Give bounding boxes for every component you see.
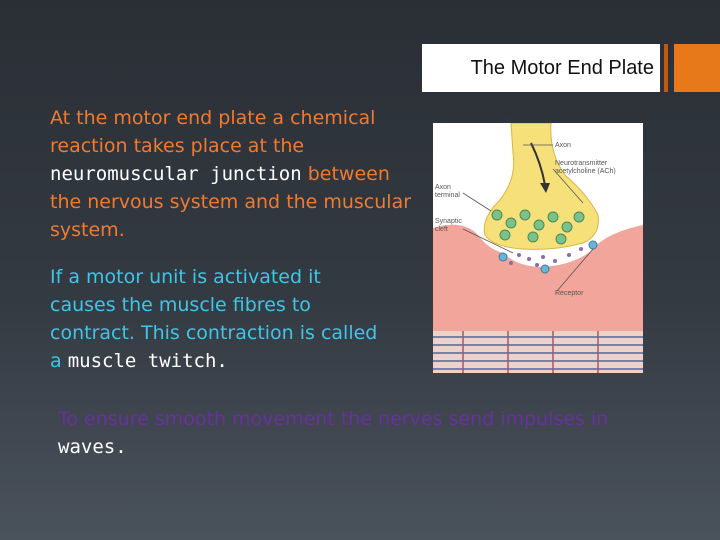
slide-title: The Motor End Plate (470, 57, 654, 79)
title-box: The Motor End Plate (422, 44, 660, 92)
paragraph-waves-text: To ensure smooth movement the nerves sen… (58, 408, 609, 430)
paragraph-junction-text-2: between the nervous system and the muscu… (50, 163, 412, 241)
label-receptor: Receptor (555, 290, 584, 297)
title-accent-line (664, 44, 668, 92)
paragraph-twitch-text: If a motor unit is activated it causes t… (50, 266, 378, 372)
label-axon: Axon (555, 142, 571, 149)
emphasis-waves: waves. (58, 436, 127, 458)
myofibrils-illustration (433, 331, 643, 373)
label-synaptic-cleft-2: cleft (435, 226, 448, 233)
title-accent-bar (674, 44, 720, 92)
label-synaptic-cleft-1: Synaptic (435, 218, 462, 225)
emphasis-muscle-twitch: muscle twitch. (67, 350, 228, 372)
emphasis-neuromuscular-junction: neuromuscular junction (50, 163, 302, 185)
paragraph-junction-text-1: At the motor end plate a chemical reacti… (50, 107, 376, 157)
paragraph-twitch: If a motor unit is activated it causes t… (50, 263, 390, 375)
paragraph-junction: At the motor end plate a chemical reacti… (50, 104, 422, 244)
motor-end-plate-diagram: Axon Neurotransmitter acetylcholine (ACh… (433, 123, 643, 373)
label-axon-terminal-1: Axon (435, 184, 451, 191)
paragraph-waves: To ensure smooth movement the nerves sen… (58, 405, 668, 461)
label-ach: acetylcholine (ACh) (555, 168, 616, 175)
label-neurotransmitter: Neurotransmitter (555, 160, 608, 167)
label-axon-terminal-2: terminal (435, 192, 460, 199)
